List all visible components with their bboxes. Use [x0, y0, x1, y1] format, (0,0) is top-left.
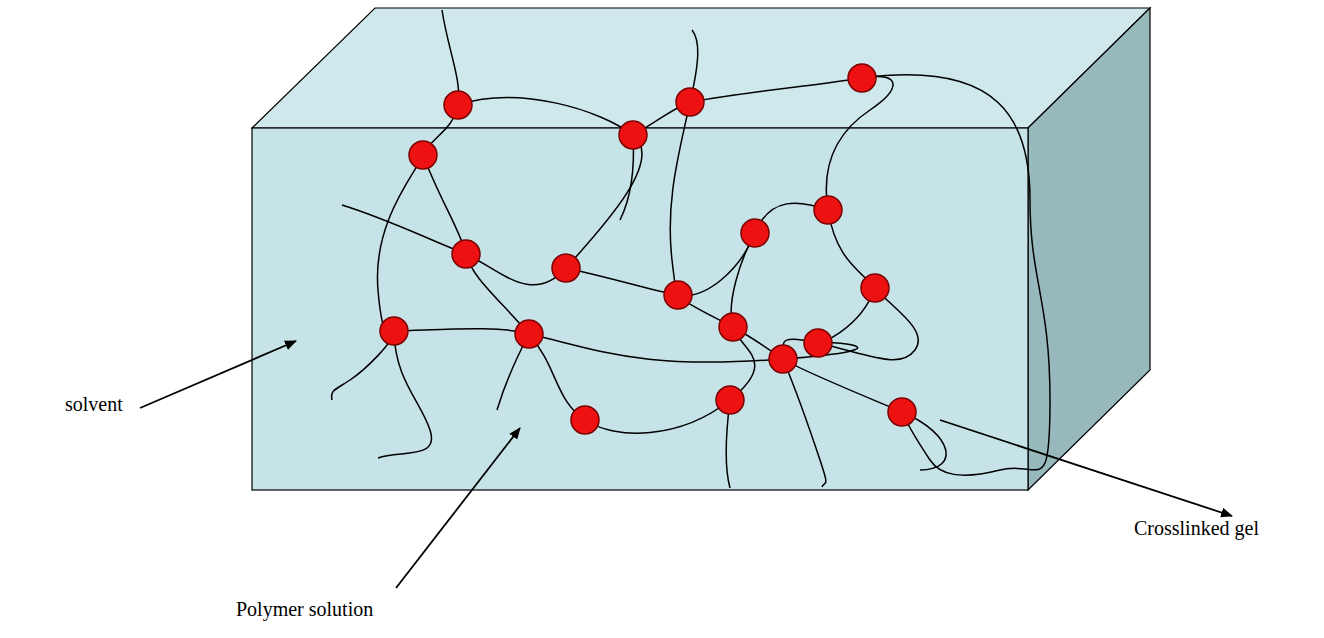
box-front — [252, 128, 1028, 490]
callout-label: solvent — [65, 392, 123, 416]
polymer-chains — [332, 10, 1050, 488]
callout-label: Crosslinked gel — [1134, 516, 1259, 540]
box-side — [1028, 8, 1150, 490]
crosslink-points — [380, 64, 916, 434]
box-top — [252, 8, 1150, 128]
callout-label: Polymer solution — [236, 597, 373, 621]
leader-arrows — [140, 341, 1232, 588]
